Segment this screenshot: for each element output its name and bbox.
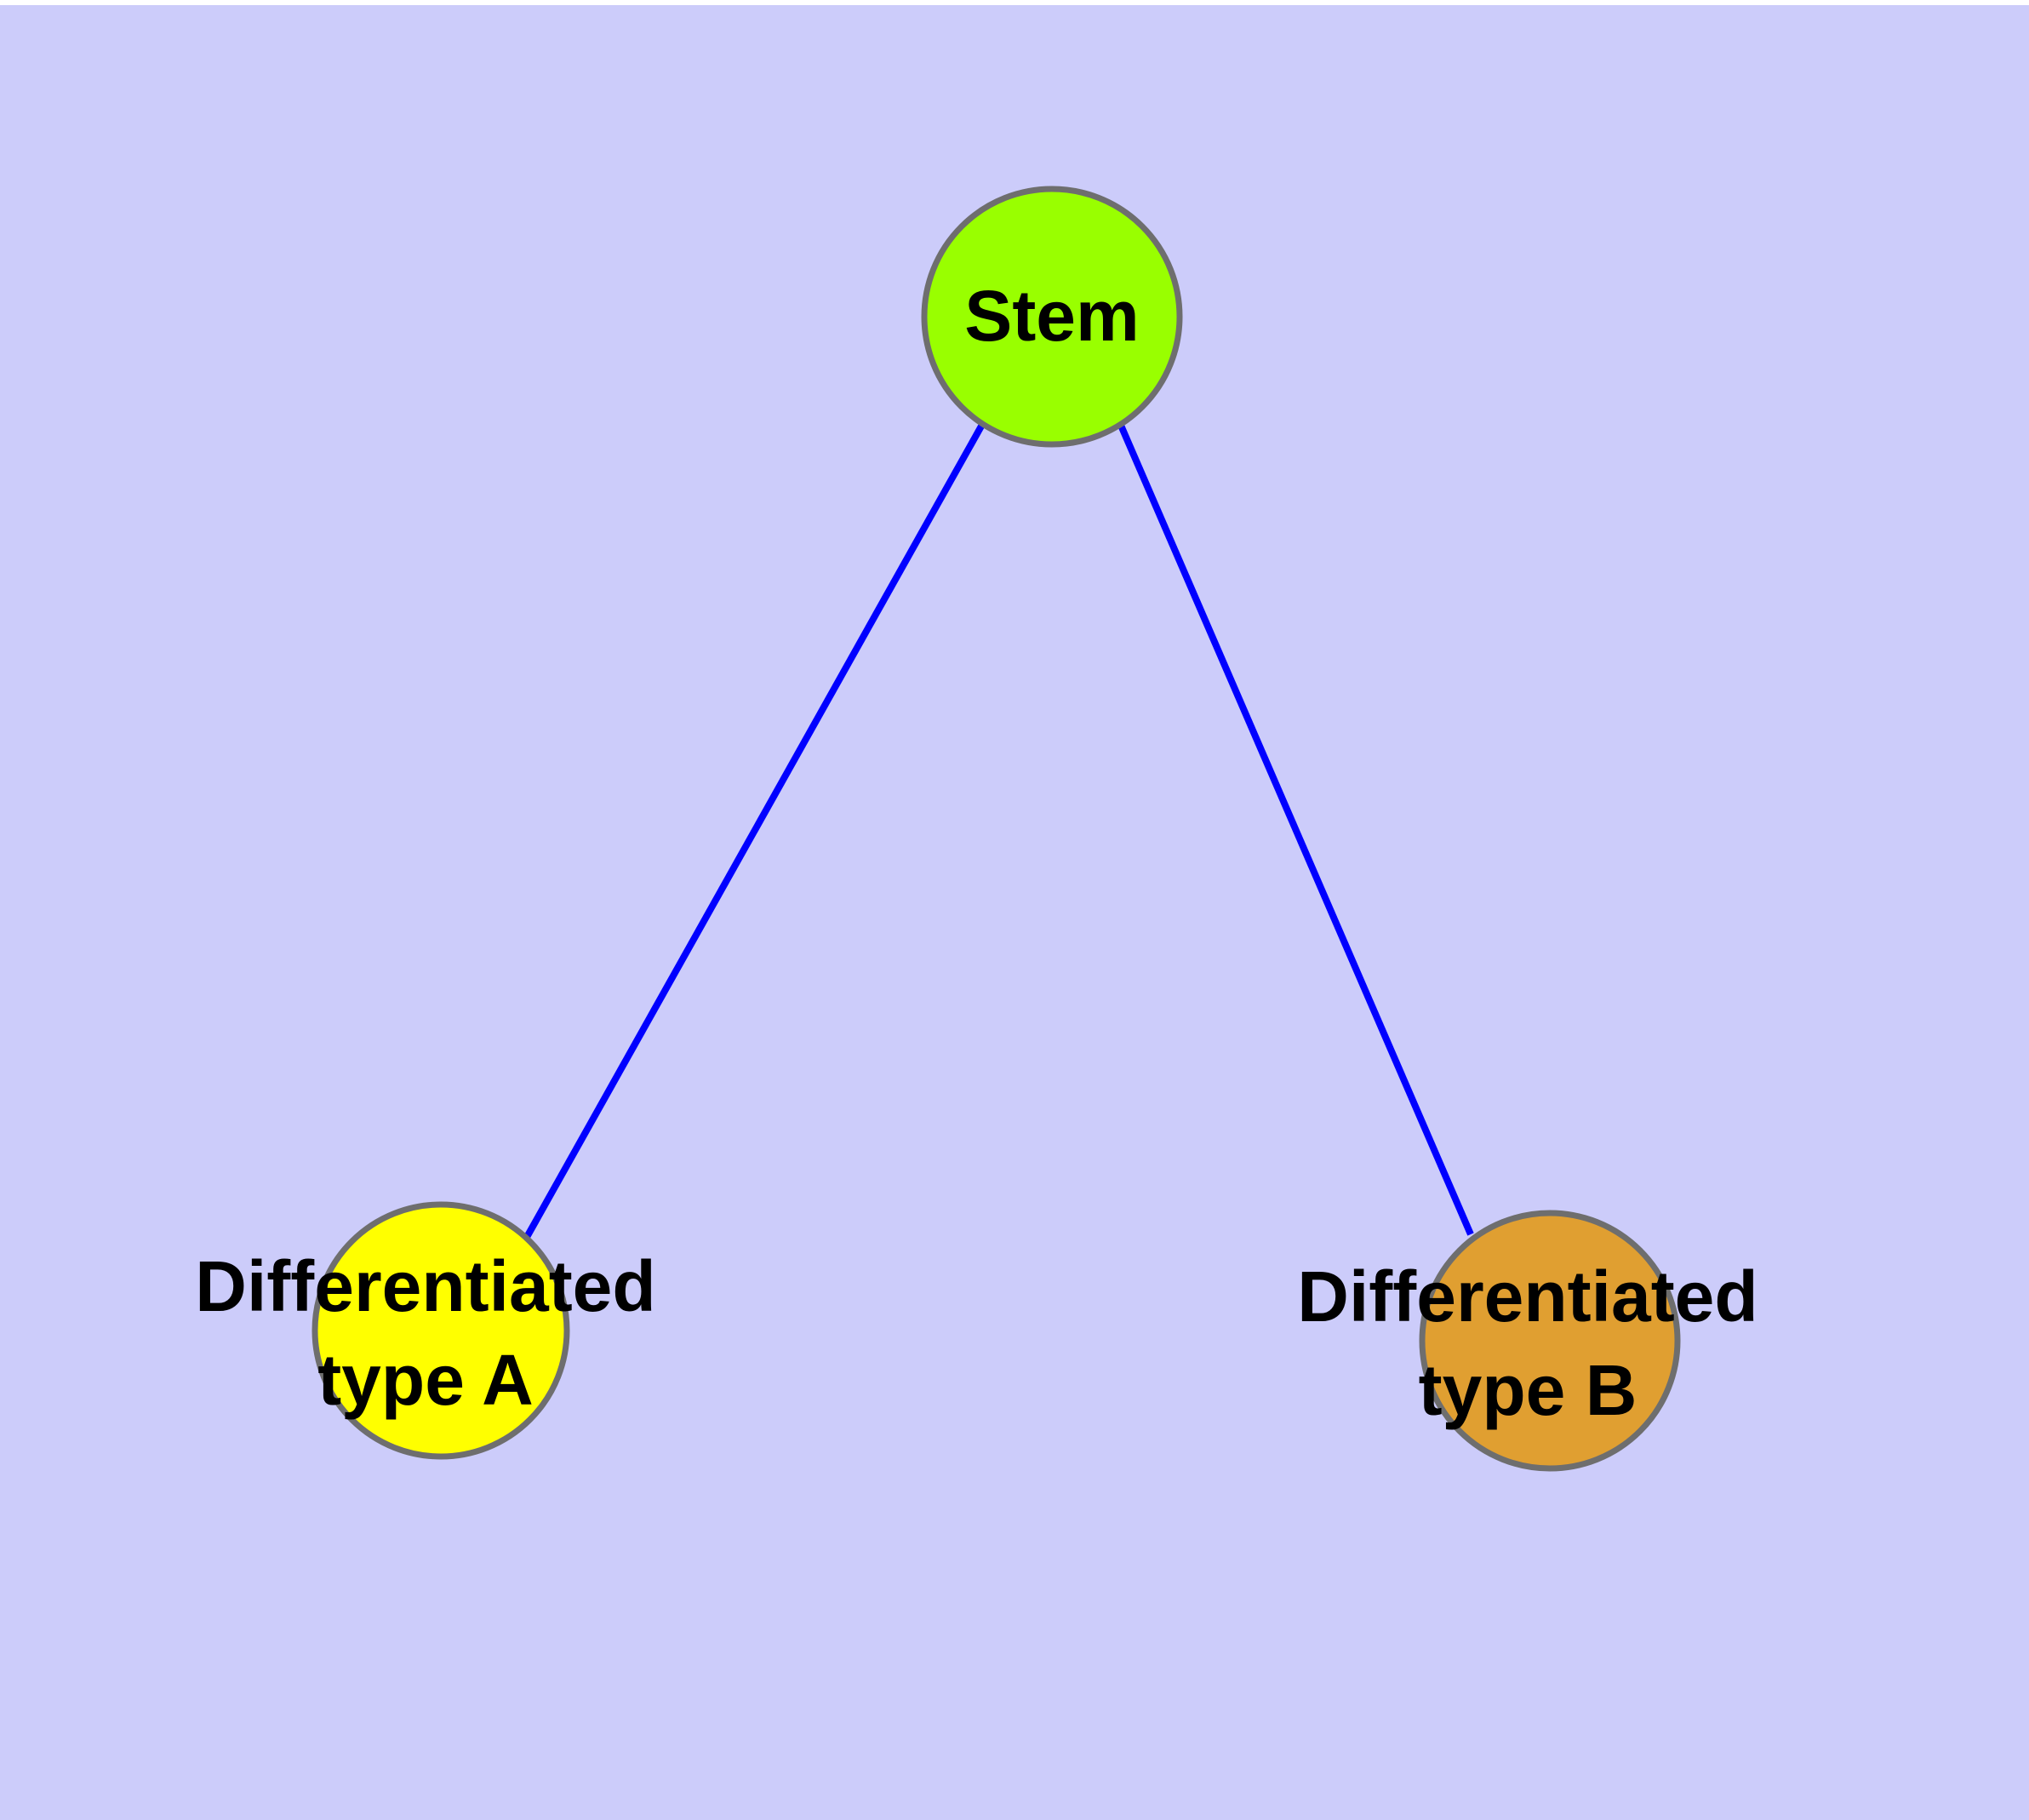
- node-stem-circle[interactable]: [921, 186, 1183, 448]
- node-diff-a[interactable]: Differentiated type A: [195, 1201, 656, 1460]
- node-diff-b-circle[interactable]: [1419, 1210, 1681, 1472]
- edge-layer: [523, 420, 1474, 1240]
- node-diff-b-label-line2: type B: [1419, 1350, 1637, 1430]
- node-diff-a-circle[interactable]: [311, 1201, 570, 1460]
- edge-stem-to-diff-b[interactable]: [1116, 420, 1474, 1236]
- node-diff-b[interactable]: Differentiated type B: [1297, 1210, 1758, 1472]
- node-layer: Stem Differentiated type A Differentiate…: [195, 186, 1758, 1472]
- edge-stem-to-diff-a[interactable]: [523, 421, 986, 1240]
- node-diff-a-label-line1: Differentiated: [195, 1246, 655, 1326]
- node-stem-label-line1: Stem: [964, 276, 1139, 356]
- node-stem[interactable]: Stem: [921, 186, 1183, 448]
- node-diff-b-label-line1: Differentiated: [1297, 1256, 1758, 1336]
- node-diff-a-label-line2: type A: [317, 1340, 534, 1420]
